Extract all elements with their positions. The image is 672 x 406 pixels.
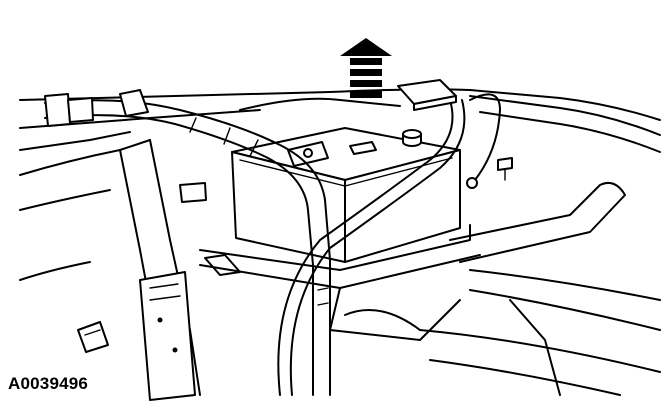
frame-rail [344,182,661,396]
figure-id-label: A0039496 [8,374,89,393]
arrow-up-icon [340,38,392,98]
main-wiring-harness [44,99,331,396]
battery-terminal-negative [402,129,422,147]
harness-connectors [44,89,149,127]
harness-clip [77,321,109,353]
battery [231,127,461,263]
battery-tray [199,224,481,341]
retaining-pin [497,157,513,181]
hold-down-clamp [287,141,329,167]
battery-ground-cable [277,93,501,396]
mounting-bracket [139,271,196,401]
cable-connector-block [397,79,457,111]
